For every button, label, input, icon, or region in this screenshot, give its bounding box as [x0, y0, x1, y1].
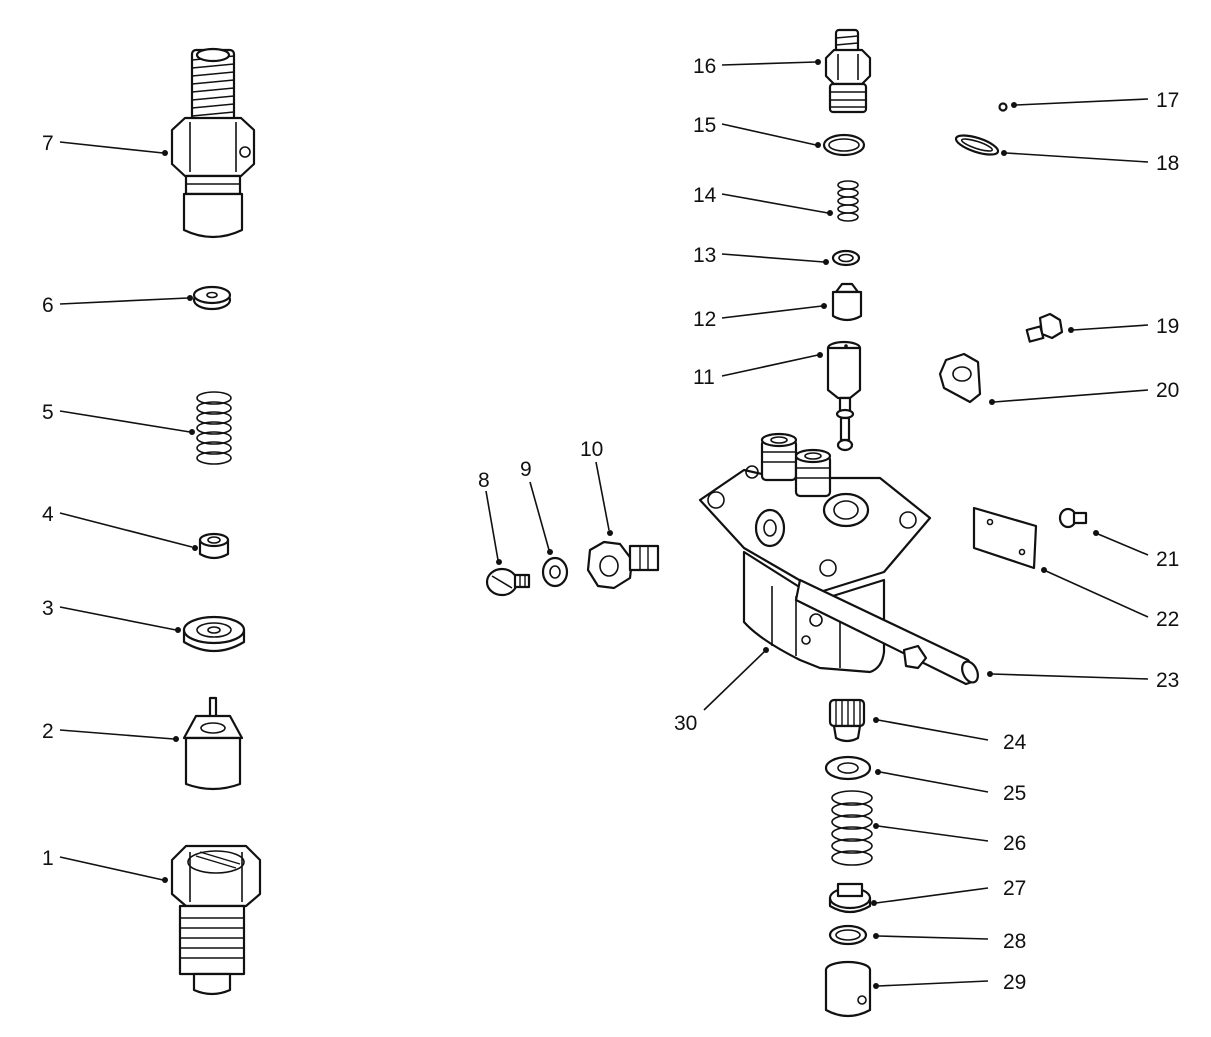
label-4: 4 — [42, 503, 54, 526]
part-1-retaining-nut — [170, 844, 262, 996]
label-16: 16 — [693, 55, 716, 78]
part-29-tappet — [824, 960, 872, 1018]
part-2-nozzle — [182, 696, 244, 791]
label-3: 3 — [42, 597, 54, 620]
part-20-bracket — [938, 352, 982, 404]
label-23: 23 — [1156, 669, 1179, 692]
label-20: 20 — [1156, 379, 1179, 402]
part-3-distance-piece — [182, 615, 246, 652]
part-21-screw — [1058, 507, 1088, 529]
leaders — [59, 59, 1149, 989]
part-25-spring-seat — [824, 755, 872, 781]
part-14-spring — [837, 180, 859, 222]
part-13-gasket — [831, 249, 861, 267]
part-16-delivery-valve-holder — [824, 28, 872, 114]
label-1: 1 — [42, 847, 54, 870]
part-12-delivery-valve — [831, 282, 863, 322]
part-15-o-ring — [822, 133, 866, 157]
label-24: 24 — [1003, 731, 1027, 754]
part-19-bolt — [1025, 312, 1064, 343]
label-22: 22 — [1156, 608, 1179, 631]
part-26-plunger-spring — [831, 790, 873, 866]
label-28: 28 — [1003, 930, 1026, 953]
label-9: 9 — [520, 458, 532, 481]
callout-labels: 7 6 5 4 3 2 1 8 9 10 16 15 14 13 12 11 1… — [42, 55, 1179, 994]
part-30-pump-housing — [698, 432, 979, 686]
label-25: 25 — [1003, 782, 1026, 805]
part-27-lower-spring-seat — [828, 882, 872, 914]
label-12: 12 — [693, 308, 716, 331]
part-4-spring-seat — [198, 532, 230, 560]
label-17: 17 — [1156, 89, 1179, 112]
part-24-control-sleeve — [828, 698, 866, 743]
delivery-fitting-left — [760, 432, 798, 482]
part-10-banjo-bolt — [586, 540, 660, 590]
label-14: 14 — [693, 184, 717, 207]
label-11: 11 — [693, 366, 715, 389]
part-7-nozzle-holder — [170, 47, 256, 239]
label-21: 21 — [1156, 548, 1179, 571]
part-17-small-ball — [998, 102, 1008, 112]
label-8: 8 — [478, 469, 490, 492]
label-7: 7 — [42, 132, 54, 155]
part-11-plunger-barrel — [826, 340, 862, 452]
label-30: 30 — [674, 712, 697, 735]
label-2: 2 — [42, 720, 54, 743]
label-26: 26 — [1003, 832, 1026, 855]
label-27: 27 — [1003, 877, 1026, 900]
part-8-screw — [485, 567, 531, 597]
part-18-o-ring — [954, 134, 1000, 156]
label-15: 15 — [693, 114, 716, 137]
part-5-spring — [196, 391, 232, 465]
part-28-shim — [828, 924, 868, 946]
part-22-plate — [972, 506, 1038, 570]
label-19: 19 — [1156, 315, 1179, 338]
label-18: 18 — [1156, 152, 1179, 175]
label-13: 13 — [693, 244, 716, 267]
part-6-washer — [192, 285, 232, 311]
delivery-fitting-right — [794, 448, 832, 498]
label-10: 10 — [580, 438, 603, 461]
label-6: 6 — [42, 294, 54, 317]
label-5: 5 — [42, 401, 54, 424]
part-9-washer — [541, 556, 569, 588]
label-29: 29 — [1003, 971, 1026, 994]
